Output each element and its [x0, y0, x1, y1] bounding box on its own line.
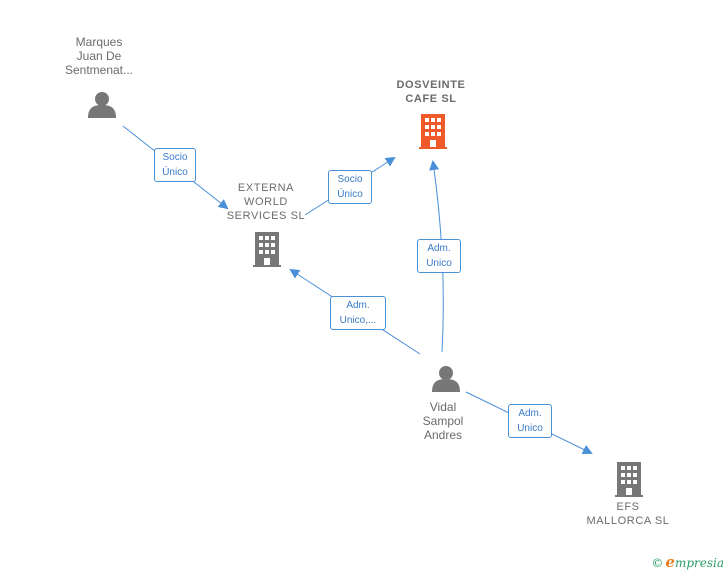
node-label-vidal[interactable]: Vidal Sampol Andres — [422, 400, 464, 442]
edge-label-vidal-externa[interactable]: Adm. Unico,... — [330, 296, 386, 330]
building-icon[interactable] — [419, 114, 447, 149]
brand-name: mpresia — [674, 556, 724, 570]
empresia-logo[interactable]: ©empresia — [651, 553, 724, 571]
node-label-dosveinte[interactable]: DOSVEINTE CAFE SL — [396, 79, 466, 105]
edge-label-vidal-dosveinte[interactable]: Adm. Unico — [417, 239, 461, 273]
building-icon[interactable] — [615, 462, 643, 497]
edge-label-vidal-efs[interactable]: Adm. Unico — [508, 404, 552, 438]
node-label-efs[interactable]: EFS MALLORCA SL — [586, 501, 670, 527]
node-label-marques[interactable]: Marques Juan De Sentmenat... — [64, 35, 134, 77]
edge-label-externa-dosveinte[interactable]: Socio Único — [328, 170, 372, 204]
building-icon[interactable] — [253, 232, 281, 267]
node-label-externa[interactable]: EXTERNA WORLD SERVICES SL — [226, 182, 306, 222]
person-icon[interactable] — [432, 366, 460, 392]
brand-initial: e — [665, 553, 675, 571]
edge-label-marques-externa[interactable]: Socio Único — [154, 148, 196, 182]
person-icon[interactable] — [88, 92, 116, 118]
copyright-icon: © — [651, 556, 664, 570]
